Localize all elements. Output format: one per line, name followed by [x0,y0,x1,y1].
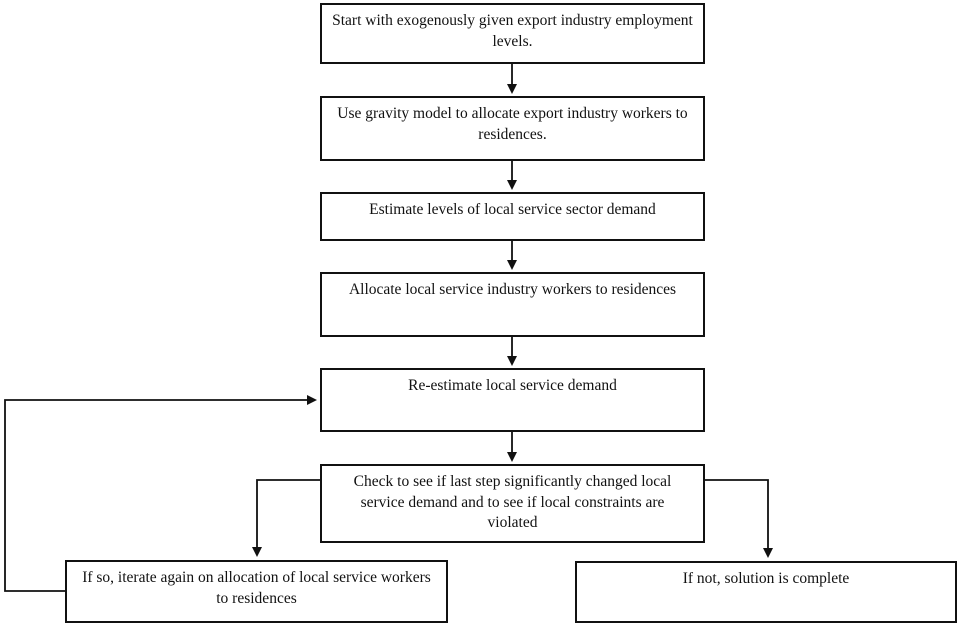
node-allocate-service-workers: Allocate local service industry workers … [320,272,705,337]
edge-check-to-iterate [252,479,320,557]
node-solution-complete: If not, solution is complete [575,561,957,623]
node-allocate-workers-label: Allocate local service industry workers … [348,281,677,298]
node-estimate-service-demand: Estimate levels of local service sector … [320,192,705,241]
node-iterate-label: If so, iterate again on allocation of lo… [82,569,431,607]
node-gravity-model: Use gravity model to allocate export ind… [320,96,705,161]
edge-check-to-complete [704,479,773,558]
node-re-estimate-label: Re-estimate local service demand [408,377,617,394]
node-start-label: Start with exogenously given export indu… [332,12,693,50]
node-check-significant-change: Check to see if last step significantly … [320,464,705,543]
node-check-label: Check to see if last step significantly … [353,473,672,531]
node-iterate-again: If so, iterate again on allocation of lo… [65,560,448,623]
node-gravity-label: Use gravity model to allocate export ind… [337,105,688,143]
node-complete-label: If not, solution is complete [682,570,850,587]
node-start-export-employment: Start with exogenously given export indu… [320,3,705,64]
node-re-estimate-demand: Re-estimate local service demand [320,368,705,432]
node-estimate-demand-label: Estimate levels of local service sector … [369,201,656,218]
